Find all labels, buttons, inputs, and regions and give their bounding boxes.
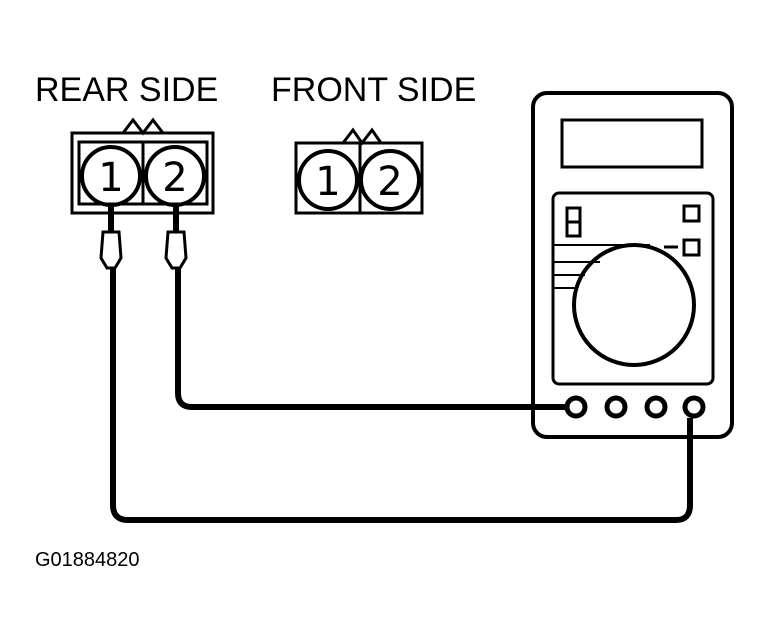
front-pin-2-label: 2 <box>377 159 402 205</box>
hold-button-icon <box>682 238 701 257</box>
test-lead-pin-1 <box>110 268 693 523</box>
multimeter-body <box>531 91 734 439</box>
test-lead-pin-2 <box>175 268 565 410</box>
input-jacks <box>564 395 706 419</box>
front-side-label: FRONT SIDE <box>271 71 476 109</box>
rear-side-label: REAR SIDE <box>35 71 218 109</box>
power-button-icon <box>682 204 701 223</box>
input-jack-2-icon <box>604 395 628 419</box>
front-pin-1-terminal <box>297 149 359 211</box>
front-connector: 1 2 <box>294 127 424 215</box>
input-jack-1-icon <box>564 395 588 419</box>
multimeter <box>531 91 734 439</box>
probe-tip-1 <box>99 230 123 270</box>
front-pin-2-terminal <box>359 149 421 211</box>
figure-code: G01884820 <box>35 549 140 571</box>
rear-connector: 1 2 <box>70 117 215 215</box>
probe-tip-2 <box>164 230 188 270</box>
rear-connector-housing <box>70 131 215 215</box>
input-jack-4-icon <box>682 395 706 419</box>
front-pin-1-label: 1 <box>315 159 340 205</box>
rear-connector-latch <box>121 117 165 136</box>
multimeter-display <box>560 118 704 169</box>
rear-pin-2-label: 2 <box>162 155 187 201</box>
front-connector-latch <box>341 127 383 146</box>
input-jack-3-icon <box>644 395 668 419</box>
rear-pin-1-label: 1 <box>98 155 123 201</box>
rotary-dial-icon <box>572 243 696 367</box>
